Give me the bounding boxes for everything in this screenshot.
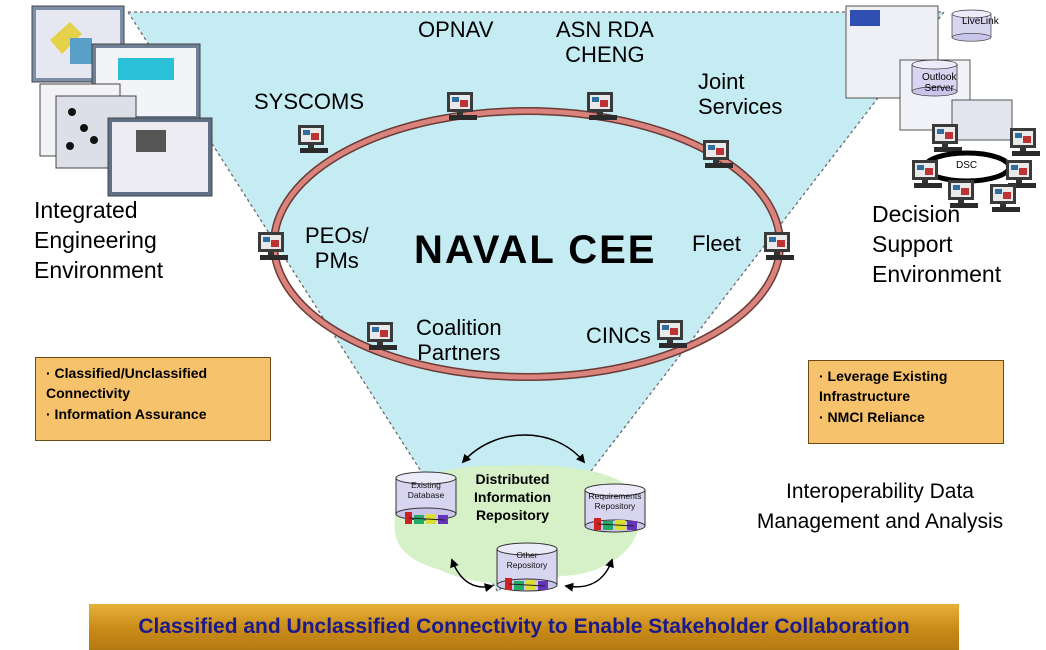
diagram-title: NAVAL CEE — [414, 228, 657, 272]
node-coalition-line2: Partners — [417, 339, 501, 365]
other-repository-label: Other Repository — [504, 550, 550, 570]
right-callout-line1: · Leverage Existing — [819, 368, 948, 384]
right-callout-line3: · NMCI Reliance — [819, 408, 925, 425]
interoperability-label: Interoperability Data Management and Ana… — [730, 477, 1030, 538]
node-fleet: Fleet — [692, 231, 741, 256]
node-joint-line2: Services — [698, 93, 783, 119]
right-callout-line2: Infrastructure — [819, 388, 911, 405]
interop-line1: Interoperability Data — [786, 480, 974, 503]
outlook-server-label: Outlook Server — [922, 72, 956, 94]
repo-center-line2: Information — [474, 489, 551, 506]
requirements-line1: Requirements — [588, 491, 642, 501]
computer-icon — [298, 125, 328, 153]
right-env-line3: Environment — [872, 260, 1002, 287]
node-coalition-line1: Coalition — [416, 315, 502, 340]
decision-support-image — [845, 5, 1040, 212]
left-env-line1: Integrated — [34, 197, 138, 223]
node-opnav: OPNAV — [418, 17, 494, 42]
node-asn-line2: CHENG — [565, 41, 645, 67]
computer-icon — [587, 92, 617, 120]
node-asn-rda: ASN RDA CHENG — [556, 17, 654, 67]
node-joint-line1: Joint — [698, 69, 745, 94]
node-peos-line2: PMs — [314, 247, 359, 273]
dsc-label: DSC — [956, 160, 978, 171]
left-callout-line2: Connectivity — [46, 385, 131, 402]
existing-line1: Existing — [411, 480, 441, 490]
left-callout-box: · Classified/Unclassified Connectivity ·… — [35, 357, 271, 441]
repo-center-line1: Distributed — [475, 471, 550, 487]
existing-database-label: Existing Database — [404, 480, 448, 500]
other-line2: Repository — [506, 559, 548, 570]
computer-icon — [258, 232, 288, 260]
node-peos-pms: PEOs/ PMs — [305, 223, 369, 273]
right-callout-box: · Leverage Existing Infrastructure · NMC… — [808, 360, 1004, 444]
distributed-information-repository-label: Distributed Information Repository — [474, 470, 551, 525]
left-callout-line3: · Information Assurance — [46, 405, 207, 422]
computer-icon — [447, 92, 477, 120]
right-env-line2: Support — [872, 230, 953, 257]
integrated-engineering-environment-label: Integrated Engineering Environment — [34, 196, 163, 286]
other-line1: Other — [516, 550, 538, 560]
existing-line2: Database — [407, 489, 445, 500]
node-cincs: CINCs — [586, 323, 651, 348]
left-env-line3: Environment — [34, 256, 164, 283]
requirements-repository-label: Requirements Repository — [584, 491, 646, 511]
livelink-label: LiveLink — [962, 16, 999, 27]
node-syscoms: SYSCOMS — [254, 89, 365, 114]
left-env-line2: Engineering — [34, 226, 157, 253]
engineering-screens-image — [31, 5, 213, 197]
decision-support-environment-label: Decision Support Environment — [872, 200, 1001, 290]
left-callout-line1: · Classified/Unclassified — [46, 365, 208, 381]
outlook-line1: Outlook — [922, 72, 957, 83]
repo-center-line3: Repository — [475, 507, 550, 524]
computer-icon — [703, 140, 733, 168]
requirements-line2: Repository — [594, 500, 636, 511]
computer-icon — [764, 232, 794, 260]
interop-line2: Management and Analysis — [756, 510, 1004, 534]
node-peos-line1: PEOs/ — [305, 223, 369, 248]
computer-icon — [657, 320, 687, 348]
connectivity-banner: Classified and Unclassified Connectivity… — [89, 604, 959, 650]
node-coalition-partners: Coalition Partners — [416, 315, 502, 365]
node-asn-line1: ASN RDA — [556, 17, 654, 42]
node-joint-services: Joint Services — [698, 69, 783, 119]
outlook-line2: Server — [924, 83, 954, 95]
right-env-line1: Decision — [872, 201, 961, 227]
computer-icon — [367, 322, 397, 350]
